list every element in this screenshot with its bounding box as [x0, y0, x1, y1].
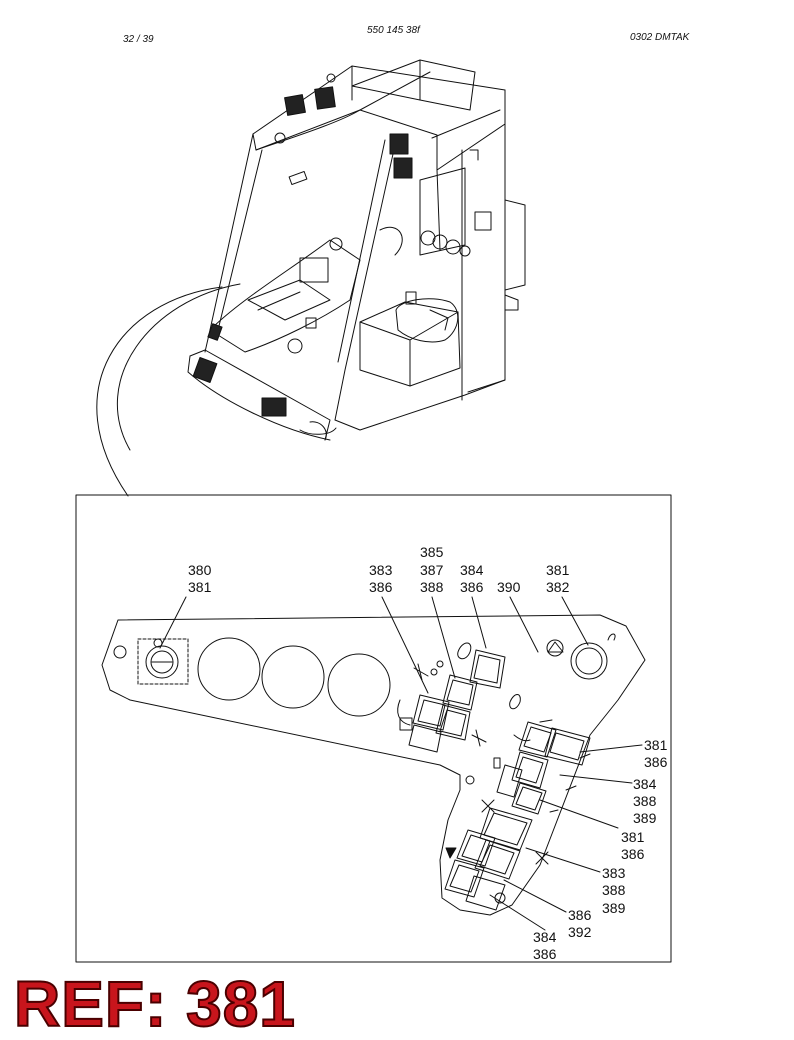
gauge-1 — [197, 637, 261, 701]
document-number: 550 145 38f — [367, 25, 420, 36]
callout-381-382: 381 382 — [546, 562, 573, 595]
key-switch-icon — [145, 645, 179, 679]
callout-384-386-bottom: 384 386 — [533, 929, 560, 962]
callout-386-392: 386 392 — [568, 907, 595, 940]
callout-380-381: 380 381 — [188, 562, 215, 595]
cab-illustration — [96, 59, 526, 497]
switch-group-lower — [444, 807, 533, 911]
reference-label: REF: 381 — [13, 968, 296, 1040]
callout-390: 390 — [497, 579, 521, 595]
callout-383-386: 383 386 — [369, 562, 396, 595]
emergency-stop-button — [570, 642, 608, 680]
gauge-3 — [327, 653, 391, 717]
cross-arrows-icon — [481, 799, 495, 813]
callout-385-387-388: 385 387 388 — [420, 544, 447, 595]
switch-group-middle — [496, 721, 591, 815]
leader-lines — [159, 596, 643, 931]
key-switch-outline — [137, 638, 189, 685]
callout-381-386-b: 381 386 — [621, 829, 648, 862]
gauge-2 — [261, 645, 325, 709]
callout-labels: 380 381 383 386 385 387 388 384 386 390 … — [188, 544, 671, 962]
callout-383-388-389: 383 388 389 — [602, 865, 629, 916]
detail-frame — [75, 494, 672, 963]
callout-384-386-top: 384 386 — [460, 562, 487, 595]
switch-group-top — [408, 649, 506, 753]
page-number: 32 / 39 — [123, 34, 154, 45]
callout-381-386-a: 381 386 — [644, 737, 671, 770]
warning-triangle-icon — [547, 641, 564, 653]
document-code: 0302 DMTAK — [630, 32, 690, 43]
control-panel — [101, 596, 646, 931]
fuel-icon — [457, 642, 472, 660]
callout-384-388-389: 384 388 389 — [633, 776, 660, 826]
